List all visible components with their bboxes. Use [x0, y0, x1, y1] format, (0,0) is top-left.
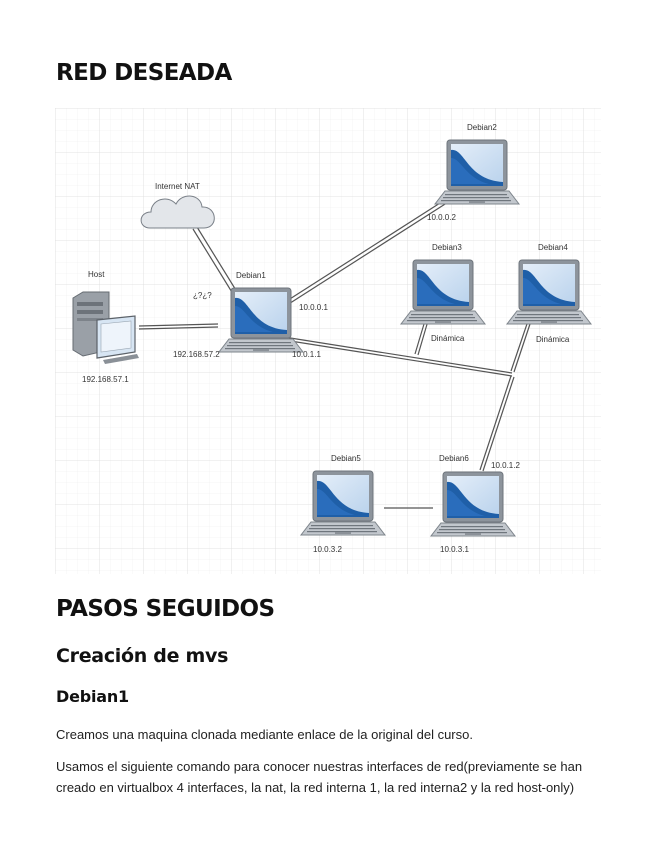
- laptop-debian1-icon: [218, 287, 304, 353]
- laptop-debian2-icon: [434, 139, 520, 205]
- laptop-debian4-icon: [506, 259, 592, 325]
- laptop-debian5-icon: [300, 470, 386, 536]
- debian4-label: Debian4: [538, 243, 568, 252]
- debian6-ip-a: 10.0.1.2: [491, 461, 520, 470]
- debian1-label: Debian1: [236, 271, 266, 280]
- debian5-label: Debian5: [331, 454, 361, 463]
- cloud-icon: [140, 195, 215, 229]
- network-diagram: Internet NAT Host 192.168.57.1 Debian1 ¿…: [55, 108, 601, 574]
- host-server-icon: [72, 291, 139, 364]
- cloud-label: Internet NAT: [155, 182, 200, 191]
- debian3-label: Debian3: [432, 243, 462, 252]
- link-switch-debian6: [479, 375, 515, 472]
- link-debian4: [510, 317, 533, 373]
- debian6-label: Debian6: [439, 454, 469, 463]
- laptop-debian3-icon: [400, 259, 486, 325]
- link-debian1-debian2: [281, 195, 454, 308]
- debian4-ip: Dinámica: [536, 335, 570, 344]
- debian1-ip-b: 10.0.1.1: [292, 350, 321, 359]
- debian1-host-ip: 192.168.57.2: [173, 350, 220, 359]
- host-ip: 192.168.57.1: [82, 375, 129, 384]
- debian2-label: Debian2: [467, 123, 497, 132]
- debian2-ip: 10.0.0.2: [427, 213, 456, 222]
- debian1-nat-ip: ¿?¿?: [193, 291, 212, 300]
- heading-red-deseada: RED DESEADA: [56, 60, 232, 86]
- debian1-ip-a: 10.0.0.1: [299, 303, 328, 312]
- link-debian1-switch: [283, 336, 513, 377]
- heading-debian1: Debian1: [56, 687, 129, 706]
- heading-pasos-seguidos: PASOS SEGUIDOS: [56, 596, 275, 622]
- debian5-ip: 10.0.3.2: [313, 545, 342, 554]
- heading-creacion-mvs: Creación de mvs: [56, 645, 229, 667]
- paragraph-clone: Creamos una maquina clonada mediante enl…: [56, 727, 473, 742]
- link-host-debian1: [138, 323, 219, 330]
- paragraph-interfaces: Usamos el siguiente comando para conocer…: [56, 759, 583, 795]
- host-label: Host: [88, 270, 105, 279]
- laptop-debian6-icon: [430, 471, 516, 537]
- debian6-ip-b: 10.0.3.1: [440, 545, 469, 554]
- debian3-ip: Dinámica: [431, 334, 465, 343]
